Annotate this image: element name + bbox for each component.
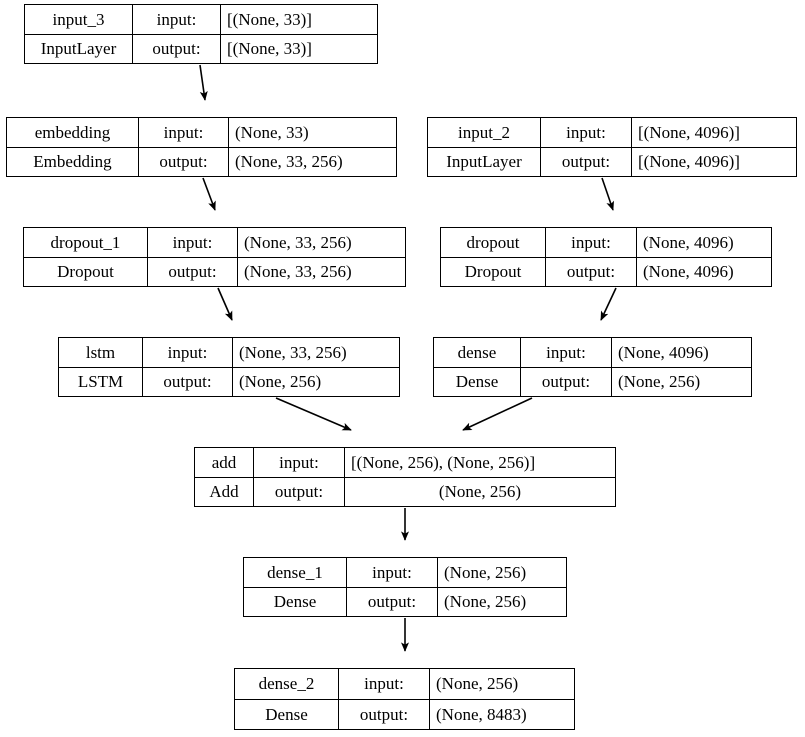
layer-class-input_3: InputLayer — [25, 34, 133, 63]
layer-output-shape-add: (None, 256) — [438, 482, 522, 502]
layer-name-dense_2: dense_2 — [235, 669, 339, 699]
layer-name-input_3: input_3 — [25, 5, 133, 34]
layer-node-output-label: output: — [139, 147, 229, 176]
layer-node-output-label: output: — [254, 477, 345, 506]
edge-dense-to-add — [462, 397, 533, 431]
edge-embedding-to-dropout_1 — [202, 177, 216, 211]
layer-name-lstm: lstm — [59, 338, 143, 367]
edge-input_3-to-embedding — [199, 64, 208, 101]
layer-class-dense_2: Dense — [235, 699, 339, 729]
layer-node-input-row: dense_2 input: (None, 256) — [235, 669, 574, 700]
layer-node-input-label: input: — [339, 669, 430, 699]
layer-node-input-row: dropout_1 input: (None, 33, 256) — [24, 228, 405, 258]
layer-node-input-label: input: — [546, 228, 637, 257]
layer-node-input-row: dense_1 input: (None, 256) — [244, 558, 566, 588]
edge-dropout-to-dense — [600, 287, 617, 321]
layer-output-shape-dropout: (None, 4096) — [643, 262, 734, 282]
layer-node-dropout_1[interactable]: dropout_1 input: (None, 33, 256) Dropout… — [23, 227, 406, 287]
layer-node-input-row: lstm input: (None, 33, 256) — [59, 338, 399, 368]
layer-name-dropout_1: dropout_1 — [24, 228, 148, 257]
layer-node-input-label: input: — [133, 5, 221, 34]
layer-node-output-row: InputLayer output: [(None, 33)] — [25, 34, 377, 63]
layer-node-input_2[interactable]: input_2 input: [(None, 4096)] InputLayer… — [427, 117, 797, 177]
layer-node-output-label: output: — [339, 699, 430, 729]
layer-input-shape-input_3: [(None, 33)] — [227, 9, 312, 29]
layer-node-input-row: embedding input: (None, 33) — [7, 118, 396, 148]
layer-node-input-row: dense input: (None, 4096) — [434, 338, 751, 368]
layer-node-input-row: input_3 input: [(None, 33)] — [25, 5, 377, 35]
layer-node-input-label: input: — [148, 228, 238, 257]
layer-output-shape-dense_2: (None, 8483) — [436, 704, 527, 724]
layer-class-dense: Dense — [434, 367, 521, 396]
layer-node-dense_1[interactable]: dense_1 input: (None, 256) Dense output:… — [243, 557, 567, 617]
layer-node-output-label: output: — [541, 147, 632, 176]
layer-node-input-label: input: — [521, 338, 612, 367]
layer-input-shape-dropout: (None, 4096) — [643, 232, 734, 252]
layer-class-dense_1: Dense — [244, 587, 347, 616]
layer-node-output-row: Embedding output: (None, 33, 256) — [7, 147, 396, 176]
layer-name-embedding: embedding — [7, 118, 139, 147]
layer-input-shape-dense: (None, 4096) — [618, 342, 709, 362]
layer-class-input_2: InputLayer — [428, 147, 541, 176]
layer-node-lstm[interactable]: lstm input: (None, 33, 256) LSTM output:… — [58, 337, 400, 397]
layer-output-shape-dropout_1: (None, 33, 256) — [244, 262, 352, 282]
layer-name-input_2: input_2 — [428, 118, 541, 147]
layer-input-shape-dense_2: (None, 256) — [436, 674, 519, 694]
layer-name-dense_1: dense_1 — [244, 558, 347, 587]
layer-node-add[interactable]: add input: [(None, 256), (None, 256)] Ad… — [194, 447, 616, 507]
layer-node-output-label: output: — [347, 587, 438, 616]
layer-node-input-label: input: — [347, 558, 438, 587]
layer-class-dropout: Dropout — [441, 257, 546, 286]
layer-name-dense: dense — [434, 338, 521, 367]
layer-input-shape-input_2: [(None, 4096)] — [638, 122, 740, 142]
layer-output-shape-input_3: [(None, 33)] — [227, 39, 312, 59]
layer-class-dropout_1: Dropout — [24, 257, 148, 286]
layer-input-shape-dropout_1: (None, 33, 256) — [244, 232, 352, 252]
layer-node-output-row: Dense output: (None, 256) — [434, 367, 751, 396]
layer-node-input-label: input: — [254, 448, 345, 477]
layer-node-output-label: output: — [143, 367, 233, 396]
layer-node-output-label: output: — [148, 257, 238, 286]
layer-node-input-row: input_2 input: [(None, 4096)] — [428, 118, 796, 148]
layer-node-output-label: output: — [521, 367, 612, 396]
layer-node-embedding[interactable]: embedding input: (None, 33) Embedding ou… — [6, 117, 397, 177]
layer-node-output-label: output: — [546, 257, 637, 286]
layer-node-dense[interactable]: dense input: (None, 4096) Dense output: … — [433, 337, 752, 397]
layer-name-add: add — [195, 448, 254, 477]
layer-input-shape-lstm: (None, 33, 256) — [239, 342, 347, 362]
layer-output-shape-dense: (None, 256) — [618, 372, 701, 392]
layer-node-dense_2[interactable]: dense_2 input: (None, 256) Dense output:… — [234, 668, 575, 730]
layer-node-input_3[interactable]: input_3 input: [(None, 33)] InputLayer o… — [24, 4, 378, 64]
layer-node-output-row: Dropout output: (None, 33, 256) — [24, 257, 405, 286]
layer-node-output-row: InputLayer output: [(None, 4096)] — [428, 147, 796, 176]
layer-node-input-label: input: — [541, 118, 632, 147]
layer-output-shape-lstm: (None, 256) — [239, 372, 322, 392]
layer-class-lstm: LSTM — [59, 367, 143, 396]
layer-input-shape-dense_1: (None, 256) — [444, 562, 527, 582]
layer-output-shape-input_2: [(None, 4096)] — [638, 152, 740, 172]
layer-class-embedding: Embedding — [7, 147, 139, 176]
layer-node-output-label: output: — [133, 34, 221, 63]
layer-class-add: Add — [195, 477, 254, 506]
layer-node-dropout[interactable]: dropout input: (None, 4096) Dropout outp… — [440, 227, 772, 287]
layer-node-input-row: add input: [(None, 256), (None, 256)] — [195, 448, 615, 478]
edge-lstm-to-add — [275, 397, 352, 431]
layer-node-output-row: Add output: (None, 256) — [195, 477, 615, 506]
layer-node-output-row: LSTM output: (None, 256) — [59, 367, 399, 396]
layer-output-shape-embedding: (None, 33, 256) — [235, 152, 343, 172]
layer-node-output-row: Dense output: (None, 256) — [244, 587, 566, 616]
layer-node-input-row: dropout input: (None, 4096) — [441, 228, 771, 258]
layer-name-dropout: dropout — [441, 228, 546, 257]
edge-input_2-to-dropout — [601, 177, 614, 211]
layer-node-input-label: input: — [143, 338, 233, 367]
edge-dropout_1-to-lstm — [217, 287, 233, 321]
layer-node-output-row: Dense output: (None, 8483) — [235, 699, 574, 729]
layer-node-input-label: input: — [139, 118, 229, 147]
layer-node-output-row: Dropout output: (None, 4096) — [441, 257, 771, 286]
layer-input-shape-add: [(None, 256), (None, 256)] — [351, 452, 536, 472]
layer-output-shape-dense_1: (None, 256) — [444, 592, 527, 612]
layer-input-shape-embedding: (None, 33) — [235, 122, 309, 142]
